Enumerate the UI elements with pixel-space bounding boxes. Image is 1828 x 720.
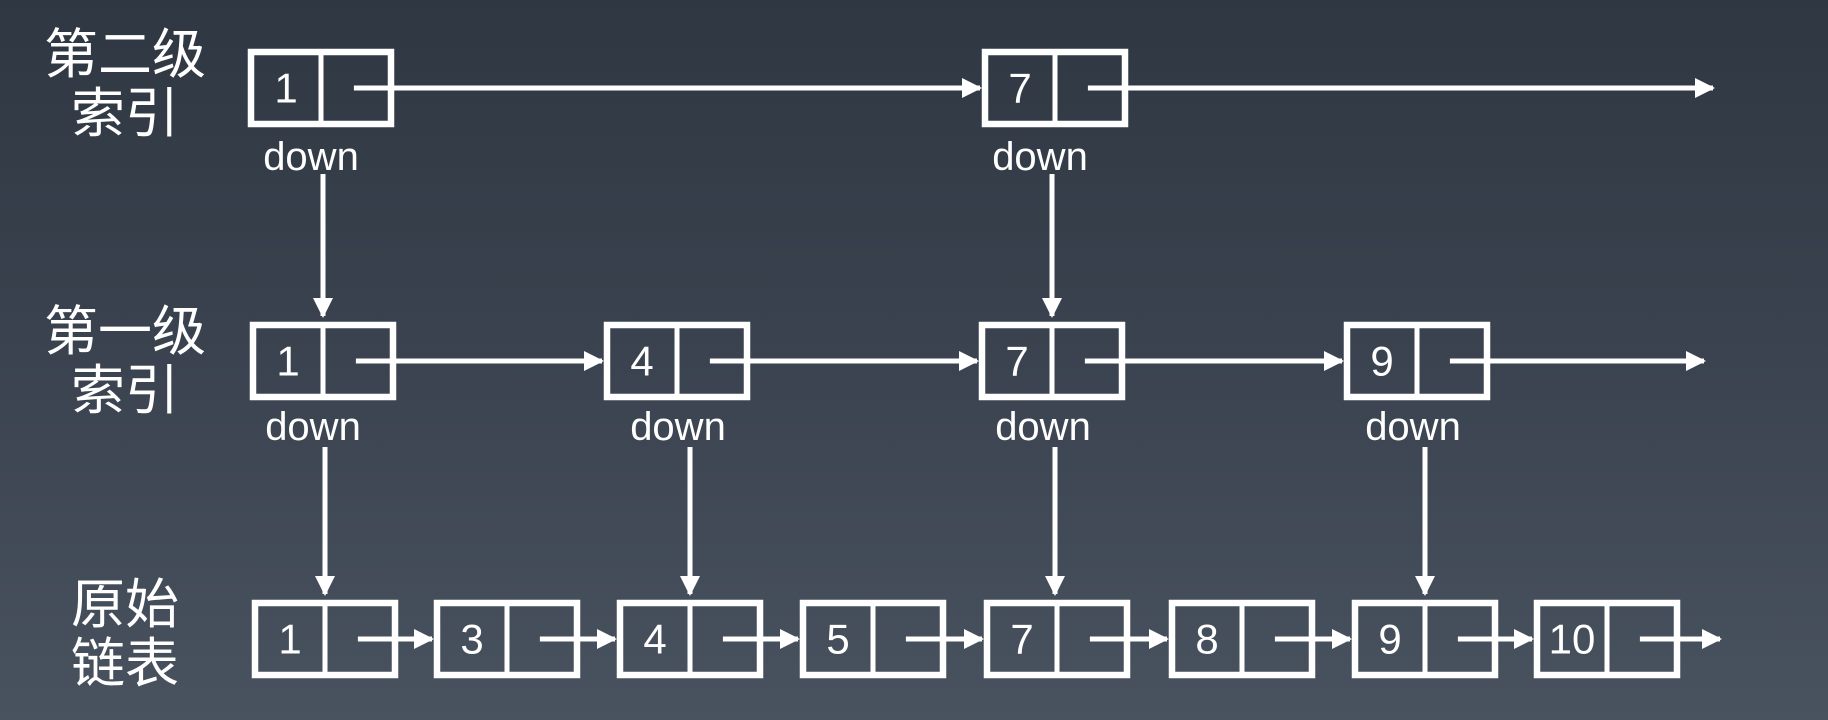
- node-value: 10: [1549, 616, 1596, 663]
- node-first-level-index-1: 1: [249, 321, 604, 401]
- node-value: 3: [460, 616, 483, 663]
- node-original-linked-list-3: 3: [433, 599, 617, 679]
- row-label-line: 索引: [71, 84, 179, 144]
- node-original-linked-list-7: 7: [983, 599, 1169, 679]
- node-first-level-index-7: 7: [978, 321, 1344, 401]
- down-link: down: [630, 405, 726, 596]
- row-label-original-linked-list: 原始链表: [0, 576, 250, 694]
- node-value: 1: [274, 65, 297, 112]
- node-value: 1: [276, 338, 299, 385]
- row-label-line: 链表: [71, 634, 179, 694]
- row-label-line: 索引: [71, 361, 179, 421]
- down-link: down: [265, 405, 361, 596]
- row-label-line: 第一级: [44, 302, 206, 362]
- node-value: 7: [1008, 65, 1031, 112]
- down-label: down: [1365, 405, 1461, 449]
- row-second-level-index: 1 7 down down: [247, 48, 1715, 318]
- node-value: 5: [826, 616, 849, 663]
- node-value: 4: [643, 616, 666, 663]
- node-value: 9: [1378, 616, 1401, 663]
- down-link: down: [263, 135, 359, 318]
- row-label-line: 原始: [71, 575, 179, 635]
- down-label: down: [992, 135, 1088, 179]
- node-original-linked-list-10: 10: [1533, 599, 1722, 679]
- down-label: down: [263, 135, 359, 179]
- node-value: 7: [1010, 616, 1033, 663]
- node-second-level-index-1: 1: [247, 48, 982, 128]
- node-original-linked-list-9: 9: [1351, 599, 1534, 679]
- node-value: 4: [630, 338, 653, 385]
- down-label: down: [265, 405, 361, 449]
- node-value: 8: [1195, 616, 1218, 663]
- down-label: down: [630, 405, 726, 449]
- row-first-level-index: 1 4 7 9 down down down down: [249, 321, 1706, 596]
- node-original-linked-list-5: 5: [799, 599, 984, 679]
- node-first-level-index-4: 4: [603, 321, 979, 401]
- node-value: 1: [278, 616, 301, 663]
- node-value: 7: [1005, 338, 1028, 385]
- node-original-linked-list-8: 8: [1168, 599, 1352, 679]
- row-label-second-level-index: 第二级索引: [0, 26, 250, 144]
- down-link: down: [995, 405, 1091, 596]
- node-original-linked-list-4: 4: [616, 599, 800, 679]
- down-link: down: [1365, 405, 1461, 596]
- node-first-level-index-9: 9: [1343, 321, 1706, 401]
- node-value: 9: [1370, 338, 1393, 385]
- row-original-linked-list: 1 3 4 5 7 8 9 10: [251, 599, 1722, 679]
- node-second-level-index-7: 7: [981, 48, 1715, 128]
- down-link: down: [992, 135, 1088, 318]
- row-label-first-level-index: 第一级索引: [0, 303, 250, 421]
- down-label: down: [995, 405, 1091, 449]
- node-original-linked-list-1: 1: [251, 599, 434, 679]
- row-label-line: 第二级: [44, 25, 206, 85]
